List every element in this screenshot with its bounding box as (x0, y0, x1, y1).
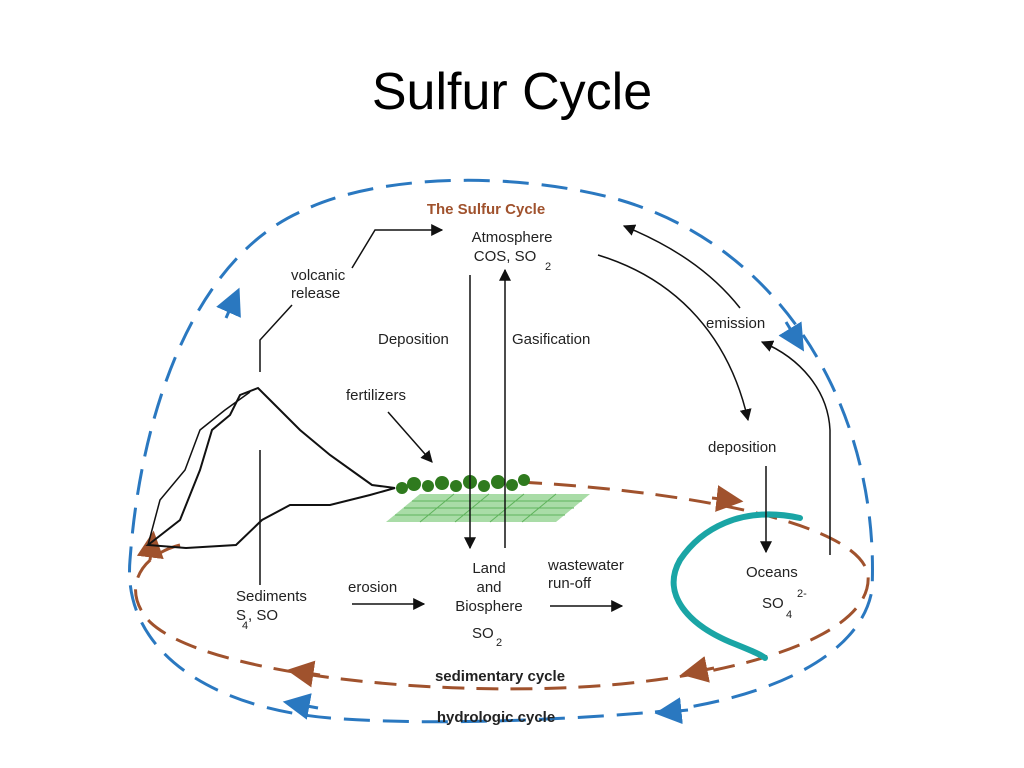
deposition-label: Deposition (378, 331, 449, 348)
oceans-label: Oceans (746, 564, 798, 581)
gasification-label: Gasification (512, 331, 590, 348)
sedimentary-arrow (286, 660, 321, 688)
deposition-ocean-label: deposition (708, 439, 776, 456)
volcanic-release-arrow (351, 224, 444, 269)
atmosphere-deposition-arrow (597, 254, 752, 422)
volcano-outline (145, 386, 396, 550)
sedimentary-arrow (711, 485, 744, 512)
hydrologic-arrow (778, 321, 805, 352)
sedimentary-arrow (680, 656, 715, 683)
sediments-label: Sediments (236, 588, 307, 605)
diagram-title: The Sulfur Cycle (427, 201, 545, 218)
oceans-formula-sub: 4 (786, 609, 792, 621)
atmosphere-formula-sub: 2 (545, 261, 551, 273)
volcanic-label-2: release (291, 285, 340, 302)
atmosphere-formula: COS, SO (474, 248, 537, 265)
hydrologic-arrow (654, 697, 689, 725)
farm-field (386, 493, 590, 523)
sediments-formula-a: S (236, 607, 246, 624)
sedimentary-cycle-loop (134, 480, 870, 691)
sedimentary-cycle-label: sedimentary cycle (435, 668, 565, 685)
wastewater-label: wastewater (547, 557, 624, 574)
hydrologic-cycle-label: hydrologic cycle (437, 709, 555, 726)
land-label: Land (472, 560, 505, 577)
volcanic-release-arrow (259, 304, 293, 372)
sediments-formula-b: , SO (248, 607, 278, 624)
emission-label: emission (706, 315, 765, 332)
land-label-3: Biosphere (455, 598, 523, 615)
volcanic-label: volcanic (291, 267, 346, 284)
oceans-formula-sup: 2- (797, 588, 807, 600)
hydrologic-arrow (216, 287, 241, 319)
hydrologic-arrow (282, 693, 319, 720)
fertilizers-label: fertilizers (346, 387, 406, 404)
sedimentary-arrow (136, 530, 164, 561)
atmosphere-label: Atmosphere (472, 229, 553, 246)
emission-arrow (622, 224, 741, 309)
volcano-outline (147, 391, 251, 546)
trees (396, 474, 530, 494)
sediments-formula-sub: 4 (242, 620, 248, 632)
hydrologic-cycle-loop (128, 178, 874, 724)
land-formula: SO (472, 625, 494, 642)
land-formula-sub: 2 (496, 637, 502, 649)
oceans-emission-arrow (760, 340, 831, 555)
fertilizers-arrow (387, 411, 433, 463)
ocean-coastline (670, 511, 803, 661)
oceans-formula: SO (762, 595, 784, 612)
wastewater-label-2: run-off (548, 575, 592, 592)
land-label-2: and (476, 579, 501, 596)
slide-title: Sulfur Cycle (371, 63, 653, 121)
erosion-label: erosion (348, 579, 397, 596)
